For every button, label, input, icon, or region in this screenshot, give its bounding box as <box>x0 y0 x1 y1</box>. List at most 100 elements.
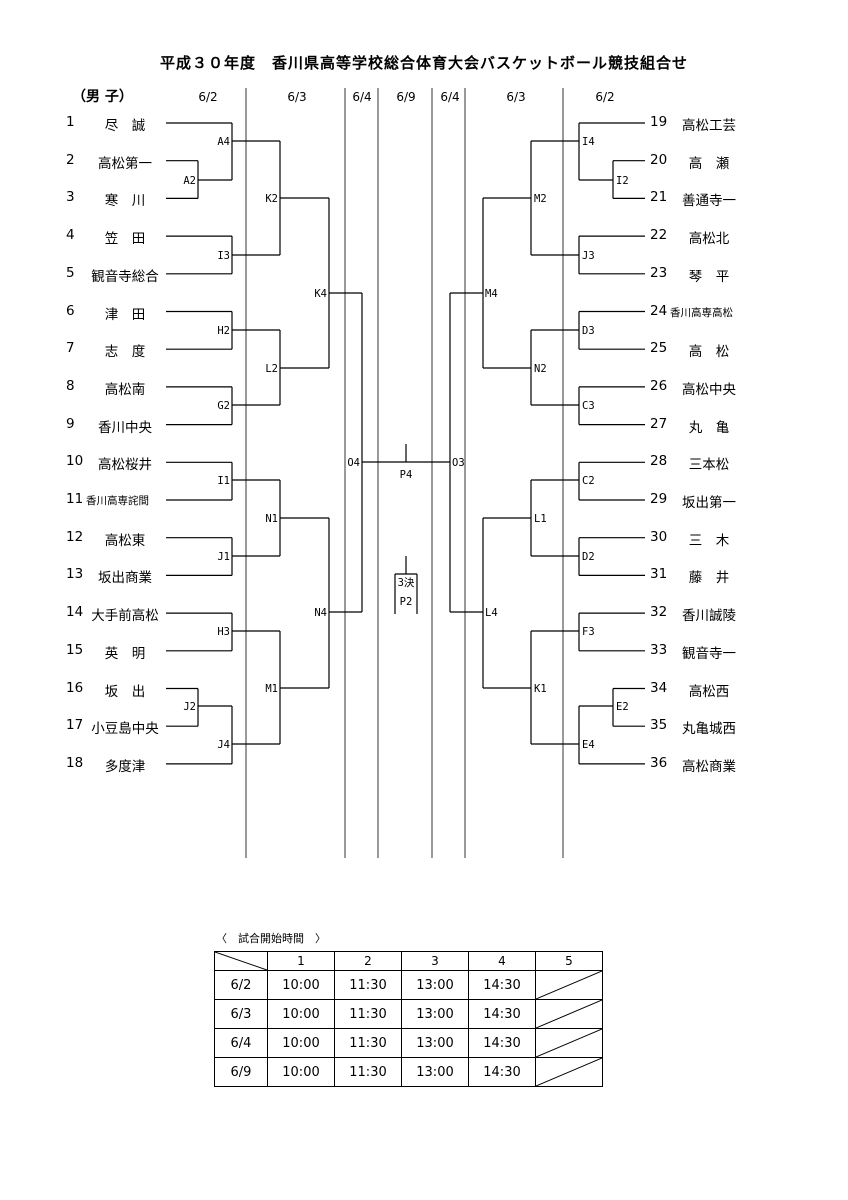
team-number: 1 <box>66 114 75 130</box>
game-label: I2 <box>616 175 629 187</box>
game-label: O3 <box>452 457 465 469</box>
team-name: 高松北 <box>688 231 730 248</box>
game-label: L2 <box>265 363 278 375</box>
team-name: 坂 出 <box>104 683 146 700</box>
schedule-time: 11:30 <box>334 1057 402 1087</box>
game-label: K4 <box>314 288 327 300</box>
division-label: （男 子） <box>72 89 133 105</box>
team-number: 5 <box>66 264 75 281</box>
schedule-time: 14:30 <box>468 970 536 1000</box>
team-name: 丸 亀 <box>688 419 730 436</box>
schedule-col-header: 1 <box>267 951 335 971</box>
schedule-row: 6/4 10:00 11:30 13:00 14:30 <box>214 1028 603 1058</box>
schedule-time: 11:30 <box>334 999 402 1029</box>
team-name: 香川高専詫間 <box>86 495 149 507</box>
team-name: 坂出第一 <box>682 495 736 511</box>
team-number: 25 <box>650 340 668 357</box>
schedule-row: 6/9 10:00 11:30 13:00 14:30 <box>214 1057 603 1087</box>
schedule-caption: 〈 試合開始時間 〉 <box>216 932 326 945</box>
game-label: J4 <box>217 739 230 751</box>
team-name: 高松桜井 <box>98 457 152 474</box>
team-name: 藤 井 <box>688 570 730 587</box>
game-label: D3 <box>582 325 595 337</box>
schedule-date: 6/4 <box>214 1028 268 1058</box>
team-name: 香川誠陵 <box>682 608 736 625</box>
team-number: 28 <box>650 453 668 470</box>
schedule-header-row: 1 2 3 4 5 <box>214 951 603 971</box>
game-label: J3 <box>582 250 595 262</box>
schedule-time: 14:30 <box>468 1057 536 1087</box>
round-date: 6/4 <box>352 90 372 104</box>
round-date: 6/9 <box>396 90 416 104</box>
team-name: 観音寺総合 <box>91 268 159 285</box>
schedule-time: 13:00 <box>401 1028 469 1058</box>
game-label: C2 <box>582 475 595 487</box>
team-number: 10 <box>66 453 84 470</box>
team-name: 高松中央 <box>682 381 736 398</box>
team-number: 21 <box>650 189 668 206</box>
round-date: 6/4 <box>440 90 460 104</box>
game-label: N1 <box>265 513 278 525</box>
game-label: M4 <box>485 288 498 300</box>
schedule-time: 10:00 <box>267 1057 335 1087</box>
team-name: 小豆島中央 <box>91 721 159 738</box>
team-name: 大手前高松 <box>91 608 159 625</box>
team-number: 27 <box>650 415 668 432</box>
team-number: 17 <box>66 717 84 734</box>
game-label: C3 <box>582 400 595 412</box>
game-label: J1 <box>217 551 230 563</box>
schedule-col-header: 5 <box>535 951 603 971</box>
schedule-empty-slot <box>535 999 603 1029</box>
team-number: 22 <box>650 227 668 244</box>
game-label: O4 <box>347 457 360 469</box>
game-label: H3 <box>217 626 230 638</box>
game-label: I3 <box>217 250 230 262</box>
team-name: 寒 川 <box>104 193 146 210</box>
team-name: 多度津 <box>104 758 146 775</box>
schedule-time: 10:00 <box>267 1028 335 1058</box>
team-number: 36 <box>650 754 668 771</box>
team-number: 9 <box>66 415 75 432</box>
game-label: E2 <box>616 701 629 713</box>
game-label: E4 <box>582 739 595 751</box>
schedule-empty-slot <box>535 970 603 1000</box>
team-number: 2 <box>66 151 75 168</box>
schedule-time: 11:30 <box>334 970 402 1000</box>
team-number: 31 <box>650 566 668 583</box>
team-number: 19 <box>650 114 668 130</box>
team-number: 7 <box>66 340 75 357</box>
tournament-bracket: A4A2I3K2H2G2L2K4I1J1N1H3J2J4M1N4O4P43決P2… <box>166 88 645 858</box>
schedule-corner-cell <box>214 951 268 971</box>
round-date: 6/2 <box>595 90 615 104</box>
team-number: 6 <box>66 302 75 319</box>
team-number: 15 <box>66 641 84 658</box>
team-number: 29 <box>650 491 668 507</box>
team-number: 8 <box>66 377 75 394</box>
team-name: 高松工芸 <box>682 118 736 134</box>
team-number: 13 <box>66 566 84 583</box>
schedule-time: 10:00 <box>267 970 335 1000</box>
game-label: A4 <box>217 136 230 148</box>
schedule-table: 1 2 3 4 5 6/2 10:00 11:30 13:00 14:30 6/… <box>214 951 603 1087</box>
team-number: 16 <box>66 679 84 696</box>
schedule-row: 6/2 10:00 11:30 13:00 14:30 <box>214 970 603 1000</box>
schedule-time: 14:30 <box>468 1028 536 1058</box>
game-label: P4 <box>400 469 413 481</box>
team-name: 津 田 <box>104 306 146 323</box>
schedule-time: 10:00 <box>267 999 335 1029</box>
team-number: 18 <box>66 754 84 771</box>
game-label: D2 <box>582 551 595 563</box>
schedule-date: 6/9 <box>214 1057 268 1087</box>
team-number: 30 <box>650 528 668 545</box>
team-number: 14 <box>66 604 84 621</box>
schedule-time: 13:00 <box>401 1057 469 1087</box>
team-number: 11 <box>66 491 84 507</box>
game-label: K1 <box>534 683 547 695</box>
game-label: P2 <box>400 596 413 608</box>
team-number: 20 <box>650 151 668 168</box>
team-number: 32 <box>650 604 668 621</box>
schedule-date: 6/2 <box>214 970 268 1000</box>
team-number: 12 <box>66 528 84 545</box>
team-name: 高松南 <box>104 381 146 398</box>
team-number: 4 <box>66 227 75 244</box>
